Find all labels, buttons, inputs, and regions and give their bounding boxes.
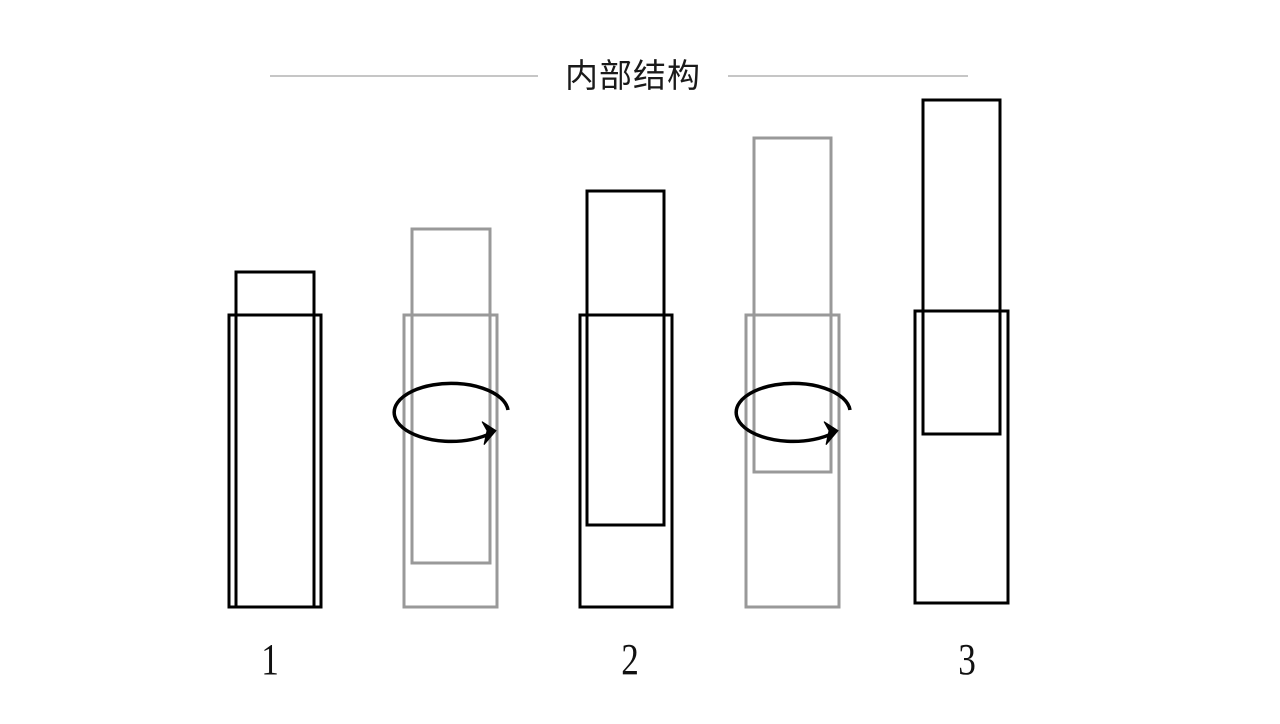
inner-tube: [921, 98, 1002, 436]
stage-label-1: 1: [261, 635, 279, 684]
stage-3-figure: [913, 98, 1010, 605]
inner-tube: [410, 227, 492, 565]
stage-label-3: 3: [958, 635, 976, 684]
rotate-arrow-icon: [392, 381, 510, 445]
stage-2-figure: [578, 189, 674, 609]
stage-label-2: 2: [621, 635, 639, 684]
stage-1-figure: [227, 270, 323, 609]
diagram-title: 内部结构: [565, 56, 701, 95]
inner-tube: [585, 189, 666, 527]
inner-tube: [752, 136, 833, 474]
outer-tube: [744, 313, 841, 609]
rotate-arrow-icon: [734, 381, 852, 445]
inner-tube: [234, 270, 316, 609]
outer-tube: [227, 313, 323, 609]
outer-tube: [578, 313, 674, 609]
outer-tube: [402, 313, 499, 609]
transition-2-figure: [734, 136, 852, 609]
outer-tube: [913, 309, 1010, 605]
transition-1-figure: [392, 227, 510, 609]
